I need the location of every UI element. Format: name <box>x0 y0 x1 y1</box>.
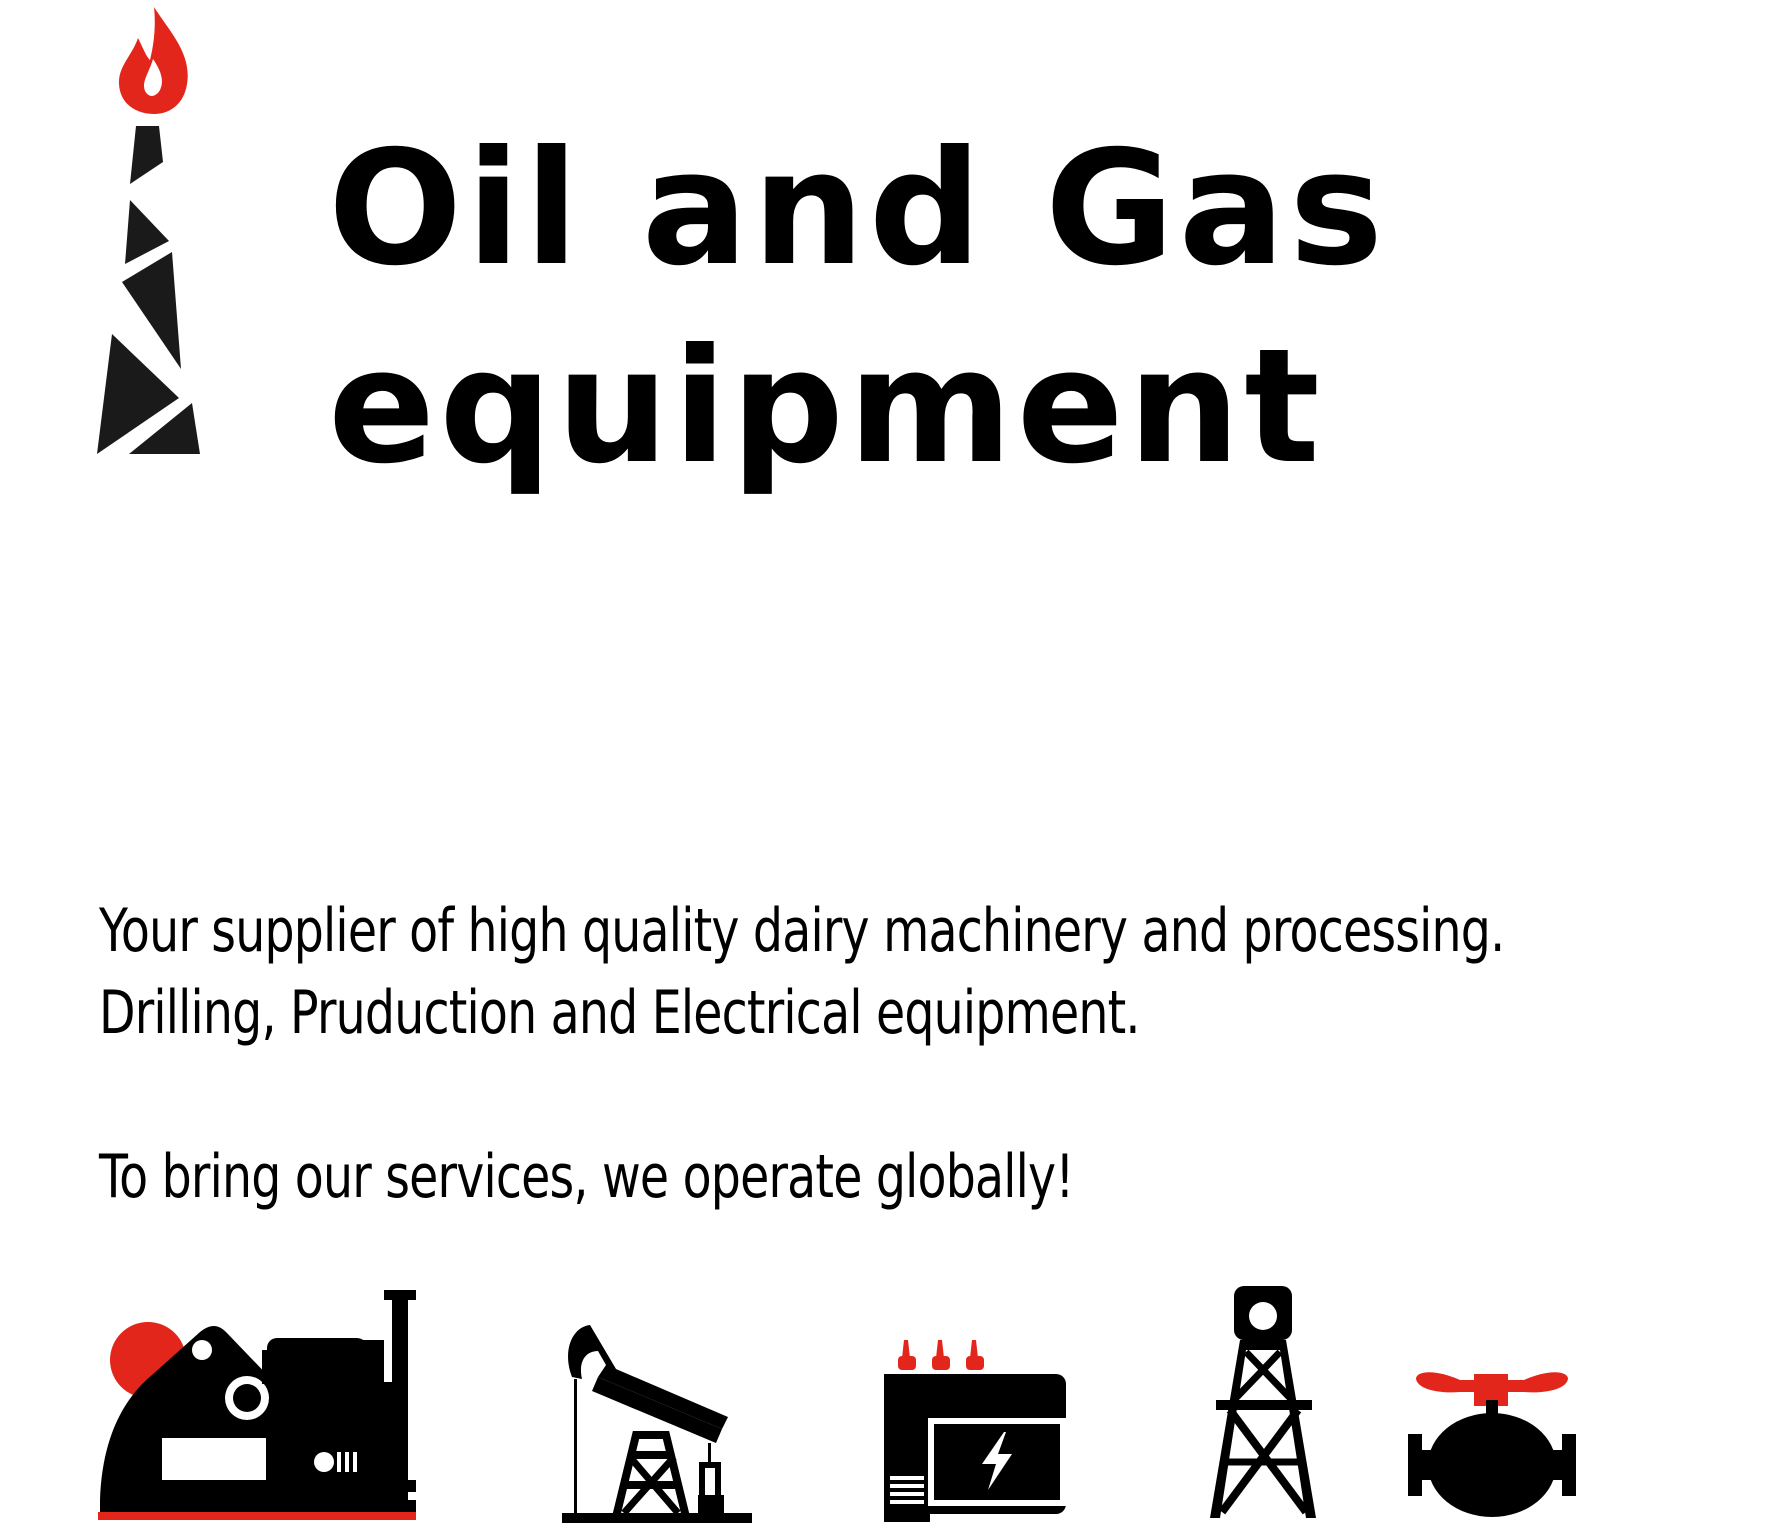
tagline-spacer <box>99 1054 1504 1136</box>
title-line-2: equipment <box>328 315 1324 499</box>
tagline-line-1: Your supplier of high quality dairy mach… <box>99 896 1505 966</box>
tagline-line-2: Drilling, Pruduction and Electrical equi… <box>99 978 1140 1048</box>
electrical-transformer-icon <box>884 1340 1066 1522</box>
drilling-rig-tower-icon <box>1210 1286 1316 1518</box>
oil-derrick-flame-icon <box>97 7 200 454</box>
tagline-line-3: To bring our services, we operate global… <box>99 1142 1074 1212</box>
title-line-1: Oil and Gas <box>328 117 1388 301</box>
page-title: Oil and Gas equipment <box>328 110 1387 506</box>
pumpjack-icon <box>562 1325 752 1523</box>
pipeline-valve-icon <box>1408 1372 1576 1517</box>
tagline: Your supplier of high quality dairy mach… <box>99 890 1505 1218</box>
drilling-engine-icon <box>98 1290 416 1520</box>
